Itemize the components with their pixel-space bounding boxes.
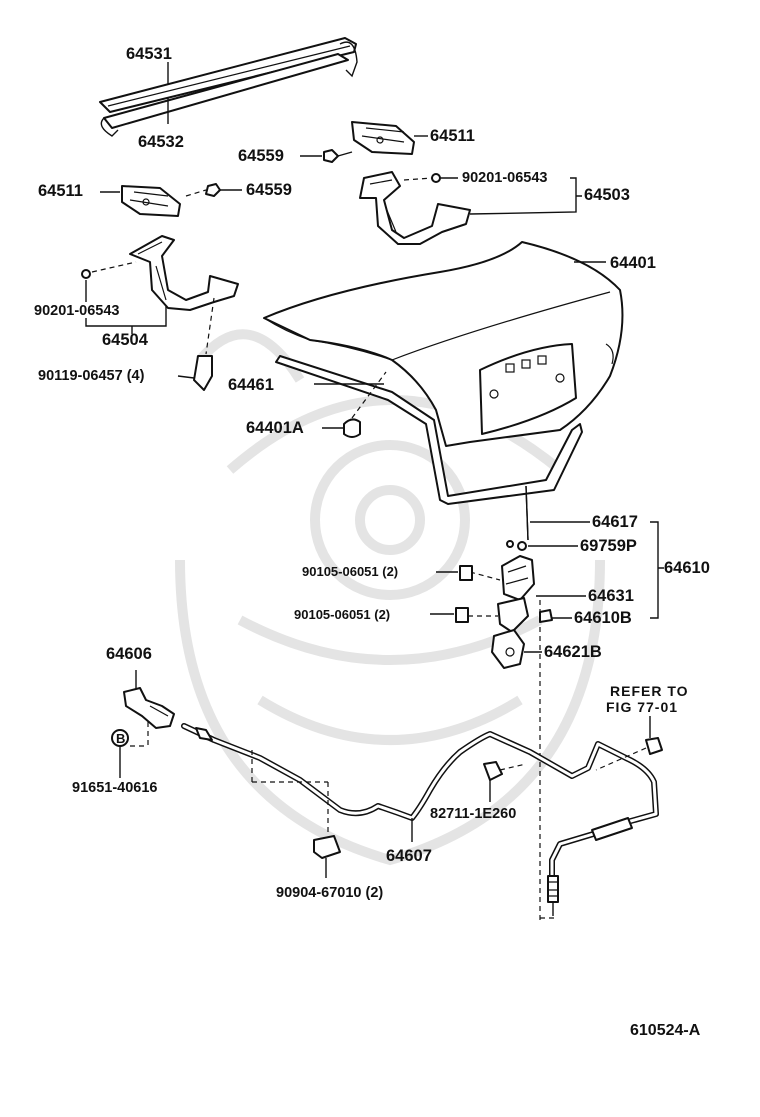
label-64606: 64606 xyxy=(106,645,152,663)
label-64610: 64610 xyxy=(664,559,710,577)
label-64621B: 64621B xyxy=(544,643,602,661)
label-90904: 90904-67010 (2) xyxy=(276,885,384,901)
label-82711: 82711-1E260 xyxy=(430,806,517,822)
label-64607: 64607 xyxy=(386,847,432,865)
opener-lever-64606 xyxy=(111,670,175,778)
weatherstrip-64461 xyxy=(275,355,583,505)
trunk-lid-64401 xyxy=(263,241,624,447)
label-64401: 64401 xyxy=(610,254,656,272)
label-64461: 64461 xyxy=(228,376,274,394)
label-64617: 64617 xyxy=(592,513,638,531)
label-64532: 64532 xyxy=(138,133,184,151)
label-90105-upper: 90105-06051 (2) xyxy=(302,564,399,579)
label-91651: 91651-40616 xyxy=(72,780,158,796)
label-64631: 64631 xyxy=(588,587,634,605)
label-64504: 64504 xyxy=(102,331,148,349)
left-hinge-bracket xyxy=(100,183,242,217)
label-64401A: 64401A xyxy=(246,419,304,437)
label-64511-right: 64511 xyxy=(430,127,475,145)
right-hinge-bracket xyxy=(300,121,428,163)
right-hinge-64503 xyxy=(359,171,582,245)
lock-assembly-64610 xyxy=(430,485,664,920)
left-hinge-64504 xyxy=(81,235,239,391)
cable-clips xyxy=(251,716,663,878)
refer-to-line-1: REFER TO xyxy=(610,683,689,699)
label-64511-left: 64511 xyxy=(38,182,83,200)
callout-b: B xyxy=(116,731,126,746)
label-64559-right: 64559 xyxy=(238,147,284,165)
torsion-bars-64531-64532 xyxy=(99,37,358,137)
label-64610B: 64610B xyxy=(574,609,632,627)
label-69759P: 69759P xyxy=(580,537,637,555)
figure-code: 610524-A xyxy=(630,1022,701,1039)
label-64559-left: 64559 xyxy=(246,181,292,199)
label-64531: 64531 xyxy=(126,45,172,63)
label-90105-lower: 90105-06051 (2) xyxy=(294,607,391,622)
label-90201-left: 90201-06543 xyxy=(34,303,120,319)
refer-to-line-2: FIG 77-01 xyxy=(606,699,679,715)
label-90201-right: 90201-06543 xyxy=(462,170,548,186)
label-64503: 64503 xyxy=(584,186,630,204)
label-90119: 90119-06457 (4) xyxy=(38,368,145,384)
release-cable-64607 xyxy=(181,723,659,919)
